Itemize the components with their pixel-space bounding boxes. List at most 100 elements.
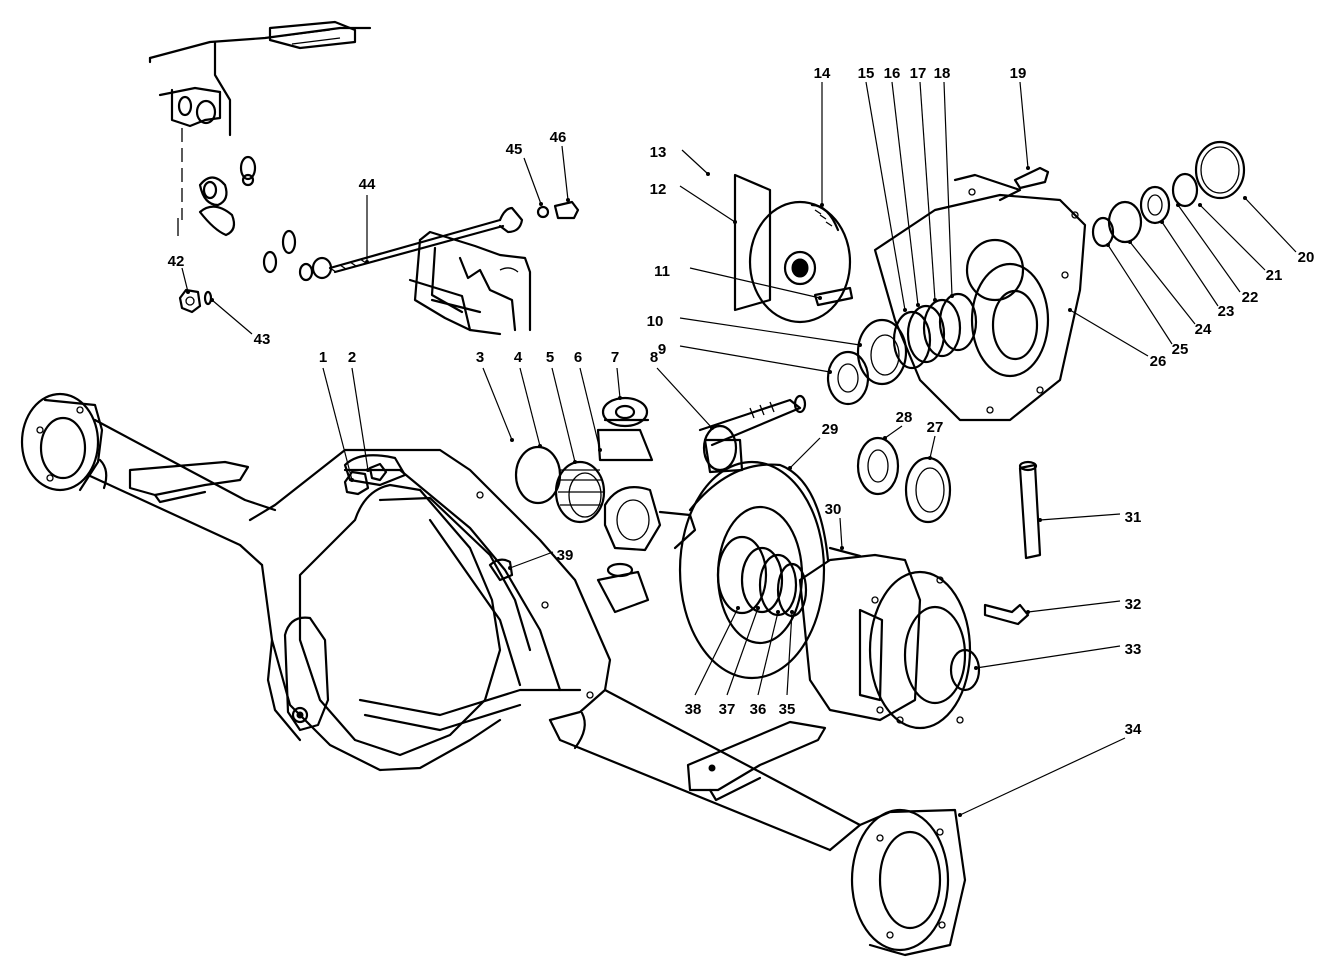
leader-dot-5 (573, 460, 577, 464)
callout-21: 21 (1266, 267, 1283, 284)
leader-dot-4 (538, 444, 542, 448)
axle-housing (20, 392, 967, 957)
leader-line-31 (1039, 513, 1121, 521)
leader-line-7 (616, 367, 621, 399)
callout-35: 35 (779, 701, 796, 718)
callout-1: 1 (319, 349, 327, 366)
leader-line-26 (1069, 309, 1149, 357)
callout-11: 11 (654, 263, 670, 280)
leader-dot-45 (539, 202, 543, 206)
leader-line-22 (1177, 204, 1241, 293)
leader-line-9 (679, 345, 831, 373)
leader-line-21 (1199, 204, 1266, 271)
leader-line-28 (884, 425, 903, 439)
leader-dot-13 (706, 172, 710, 176)
callout-3: 3 (476, 349, 484, 366)
carrier-housing (813, 140, 1246, 422)
leader-dot-34 (958, 813, 962, 817)
leader-dot-24 (1128, 240, 1132, 244)
leader-dot-42 (186, 290, 190, 294)
leader-line-6 (579, 367, 601, 451)
leader-dot-36 (776, 610, 780, 614)
pinion-bearings (856, 436, 952, 524)
shift-bracket (408, 230, 532, 336)
leader-dot-15 (903, 308, 907, 312)
callout-15: 15 (858, 65, 875, 82)
leader-line-10 (679, 317, 861, 346)
leader-dot-25 (1106, 243, 1110, 247)
callout-42: 42 (168, 253, 185, 270)
vehicle-frame-drawing (148, 20, 372, 274)
callout-30: 30 (825, 501, 842, 518)
callout-20: 20 (1298, 249, 1315, 266)
leader-dot-46 (566, 198, 570, 202)
leader-line-37 (726, 607, 759, 696)
leader-line-34 (959, 737, 1126, 816)
callout-44: 44 (359, 176, 376, 193)
leader-dot-30 (840, 546, 844, 550)
leader-dot-22 (1176, 203, 1180, 207)
leader-line-42 (181, 267, 189, 293)
leader-dot-12 (733, 220, 737, 224)
leader-line-33 (975, 645, 1121, 669)
leader-dot-31 (1038, 518, 1042, 522)
callout-10: 10 (647, 313, 664, 330)
differential-case (798, 460, 1042, 730)
leader-lines (181, 81, 1297, 817)
callout-5: 5 (546, 349, 554, 366)
callout-9: 9 (658, 341, 666, 358)
leader-line-27 (929, 435, 936, 459)
leader-dot-37 (756, 606, 760, 610)
leader-dot-33 (974, 666, 978, 670)
leader-dot-26 (1068, 308, 1072, 312)
leader-line-24 (1129, 241, 1196, 325)
callout-23: 23 (1218, 303, 1235, 320)
callout-12: 12 (650, 181, 667, 198)
nut-washer-parts (178, 288, 213, 314)
callout-19: 19 (1010, 65, 1027, 82)
callout-7: 7 (611, 349, 619, 366)
callout-43: 43 (254, 331, 271, 348)
callout-24: 24 (1195, 321, 1212, 338)
callout-14: 14 (814, 65, 831, 82)
leader-line-17 (919, 81, 936, 301)
shift-rod (298, 206, 524, 282)
callout-6: 6 (574, 349, 582, 366)
leader-line-23 (1161, 221, 1219, 307)
leader-line-35 (786, 611, 793, 696)
callout-13: 13 (650, 144, 667, 161)
leader-line-12 (679, 185, 736, 223)
leader-line-29 (789, 437, 821, 469)
leader-dot-11 (818, 296, 822, 300)
leader-dot-16 (916, 303, 920, 307)
leader-line-18 (943, 81, 953, 297)
leader-dot-7 (618, 396, 622, 400)
callout-8: 8 (650, 349, 658, 366)
callout-38: 38 (685, 701, 702, 718)
callout-31: 31 (1125, 509, 1142, 526)
callout-4: 4 (514, 349, 523, 366)
leader-dot-32 (1026, 610, 1030, 614)
leader-dot-19 (1026, 166, 1030, 170)
leader-line-45 (523, 157, 542, 205)
leader-dot-18 (950, 294, 954, 298)
leader-line-1 (322, 367, 353, 481)
leader-line-39 (509, 551, 554, 569)
leader-line-3 (482, 367, 513, 441)
leader-dot-27 (928, 456, 932, 460)
leader-dot-9 (828, 370, 832, 374)
clevis-pin-parts (536, 200, 580, 220)
leader-dot-20 (1243, 196, 1247, 200)
leader-dot-29 (788, 466, 792, 470)
callout-39: 39 (557, 547, 574, 564)
callout-27: 27 (927, 419, 944, 436)
leader-dot-39 (508, 566, 512, 570)
callout-33: 33 (1125, 641, 1142, 658)
leader-line-20 (1244, 197, 1297, 253)
callout-36: 36 (750, 701, 767, 718)
leader-line-4 (519, 367, 541, 447)
leader-line-32 (1027, 600, 1121, 613)
pinion-cover (733, 173, 852, 324)
leader-line-25 (1107, 244, 1173, 345)
